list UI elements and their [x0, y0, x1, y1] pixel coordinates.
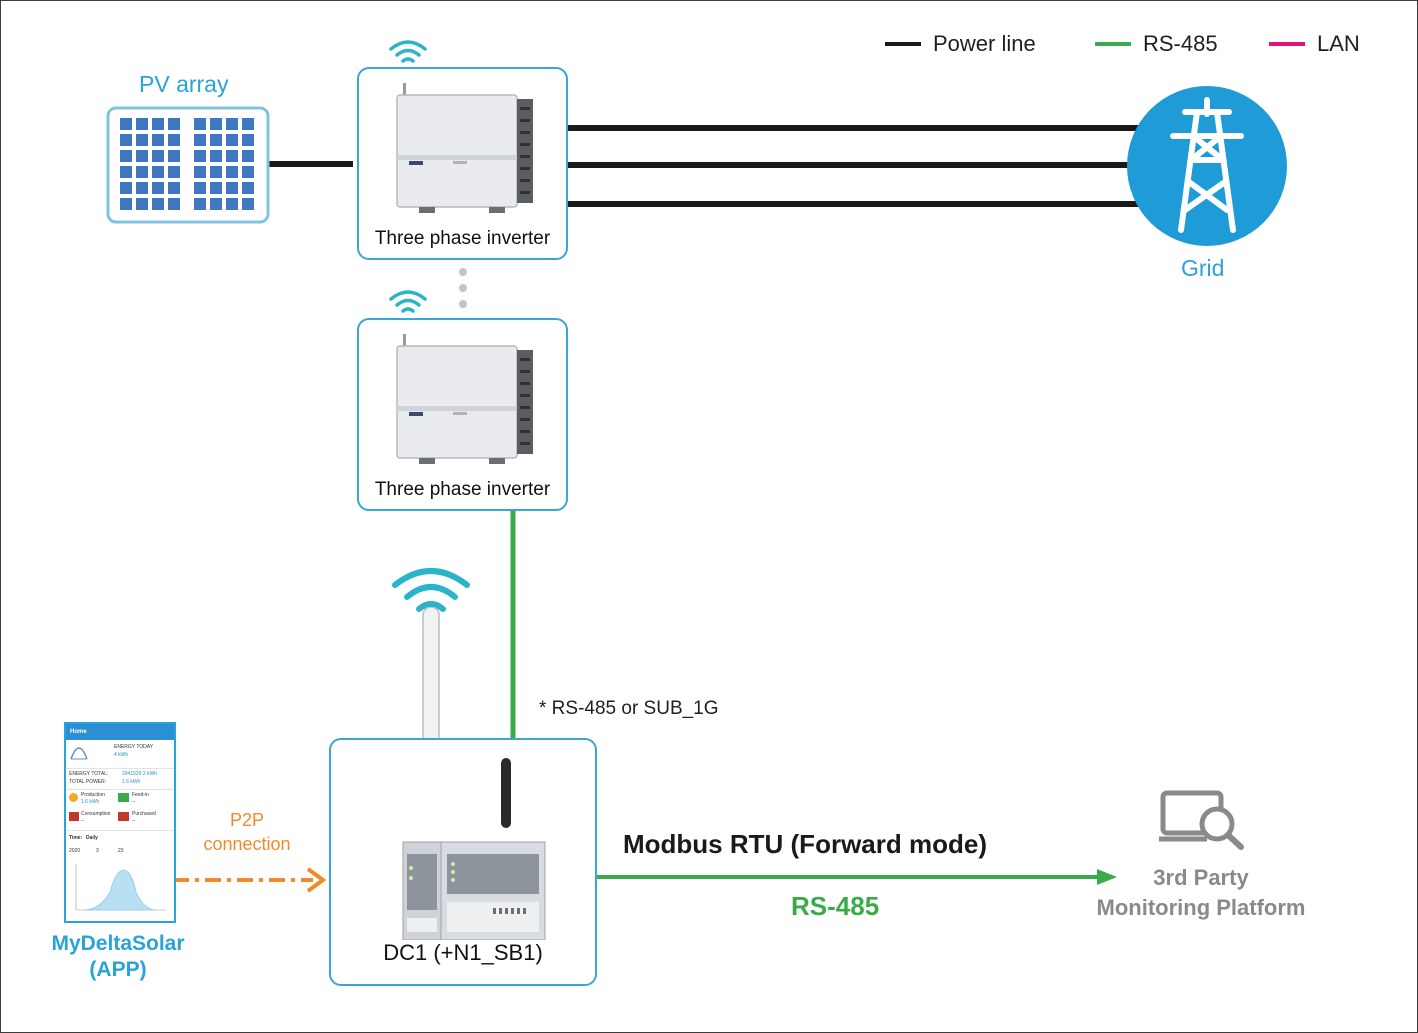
modbus-title: Modbus RTU (Forward mode)	[623, 829, 987, 859]
app-production-value: 1.6 kWh	[81, 799, 100, 805]
modbus-medium-label: RS-485	[791, 891, 880, 921]
legend-rs485: RS-485	[1095, 31, 1218, 57]
app-header: Home	[66, 724, 174, 740]
sun-icon	[69, 793, 78, 802]
legend-swatch-power	[885, 42, 921, 46]
p2p-label-line1: P2P	[229, 810, 265, 830]
platform-label-line1: 3rd Party	[1153, 865, 1249, 890]
app-total-power-value: 1.6 kWh	[122, 779, 141, 785]
pv-array-label: PV array	[139, 71, 229, 97]
monitor-search-icon	[1159, 790, 1244, 850]
app-energy-today-label: ENERGY TODAY	[114, 744, 154, 750]
p2p-arrow-head	[306, 867, 327, 893]
wifi-icon	[389, 290, 427, 313]
ellipsis-dot	[459, 300, 467, 308]
grid-label: Grid	[1181, 255, 1225, 281]
house-icon	[69, 812, 79, 821]
app-totals: ENERGY TOTAL: 2041529.2 kWh TOTAL POWER:…	[66, 769, 174, 790]
app-label: MyDeltaSolar (APP)	[33, 931, 203, 983]
link-note: * RS-485 or SUB_1G	[539, 698, 719, 719]
app-energy-total-label: ENERGY TOTAL:	[69, 771, 109, 777]
app-time-value[interactable]: Daily	[86, 835, 98, 841]
legend-power-line: Power line	[885, 31, 1036, 57]
inverter-icon	[396, 334, 533, 464]
app-total-power-label: TOTAL POWER:	[69, 779, 107, 785]
app-date-year[interactable]: 2020	[69, 848, 81, 854]
app-purchased-value: --	[132, 818, 136, 824]
p2p-label-line2: connection	[203, 834, 291, 854]
datalogger-icon	[402, 758, 546, 940]
app-energy-today-value: 4 kWh	[114, 752, 129, 758]
modbus-arrow-head	[1097, 869, 1117, 885]
app-screenshot: Home ENERGY TODAY 4 kWh ENERGY TOTAL: 20…	[64, 722, 176, 923]
platform-label-line2: Monitoring Platform	[1096, 895, 1306, 920]
app-feedin-value: --	[132, 799, 136, 805]
app-label-line2: (APP)	[89, 958, 147, 981]
ellipsis-dot	[459, 268, 467, 276]
app-date-month[interactable]: 3	[96, 848, 99, 854]
app-consumption-label: Consumption	[81, 811, 111, 817]
app-energy-total-value: 2041529.2 kWh	[122, 771, 158, 777]
inverter-card-1: Three phase inverter	[357, 67, 568, 260]
wifi-icon	[392, 568, 470, 612]
purchase-icon	[118, 812, 129, 821]
app-energy-today: ENERGY TODAY 4 kWh	[66, 740, 174, 769]
wifi-icon	[389, 40, 427, 63]
app-consumption-value: --	[81, 818, 85, 824]
p2p-label: P2P connection	[187, 808, 307, 856]
ellipsis-dot	[459, 284, 467, 292]
legend-label-power: Power line	[933, 31, 1036, 56]
inverter-card-2: Three phase inverter	[357, 318, 568, 511]
app-time-label: Time:	[69, 835, 83, 841]
app-production-label: Production	[81, 792, 105, 798]
app-purchased-label: Purchased	[132, 811, 156, 817]
platform-label: 3rd Party Monitoring Platform	[1061, 863, 1341, 923]
energy-curve-icon	[70, 747, 88, 760]
app-date-row: 2020 3 23	[66, 845, 174, 859]
app-flows: Production 1.6 kWh Feed-in -- Consumptio…	[66, 790, 174, 831]
legend-lan: LAN	[1269, 31, 1360, 57]
inverter-icon	[396, 83, 533, 213]
app-label-line1: MyDeltaSolar	[51, 932, 185, 955]
datalogger-label: DC1 (+N1_SB1)	[383, 940, 543, 965]
legend-label-rs485: RS-485	[1143, 31, 1218, 56]
datalogger-card: DC1 (+N1_SB1)	[329, 738, 597, 986]
legend-label-lan: LAN	[1317, 31, 1360, 56]
app-date-day[interactable]: 23	[118, 848, 124, 854]
transmission-tower-icon	[1127, 86, 1287, 246]
app-time-row: Time: Daily	[66, 831, 174, 845]
app-production-chart	[75, 864, 166, 911]
feed-in-icon	[118, 793, 129, 802]
legend-swatch-lan	[1269, 42, 1305, 46]
legend-swatch-rs485	[1095, 42, 1131, 46]
inverter-label: Three phase inverter	[374, 228, 551, 249]
solar-panel-icon	[106, 106, 270, 224]
app-feedin-label: Feed-in	[132, 792, 149, 798]
inverter-label: Three phase inverter	[374, 479, 551, 500]
